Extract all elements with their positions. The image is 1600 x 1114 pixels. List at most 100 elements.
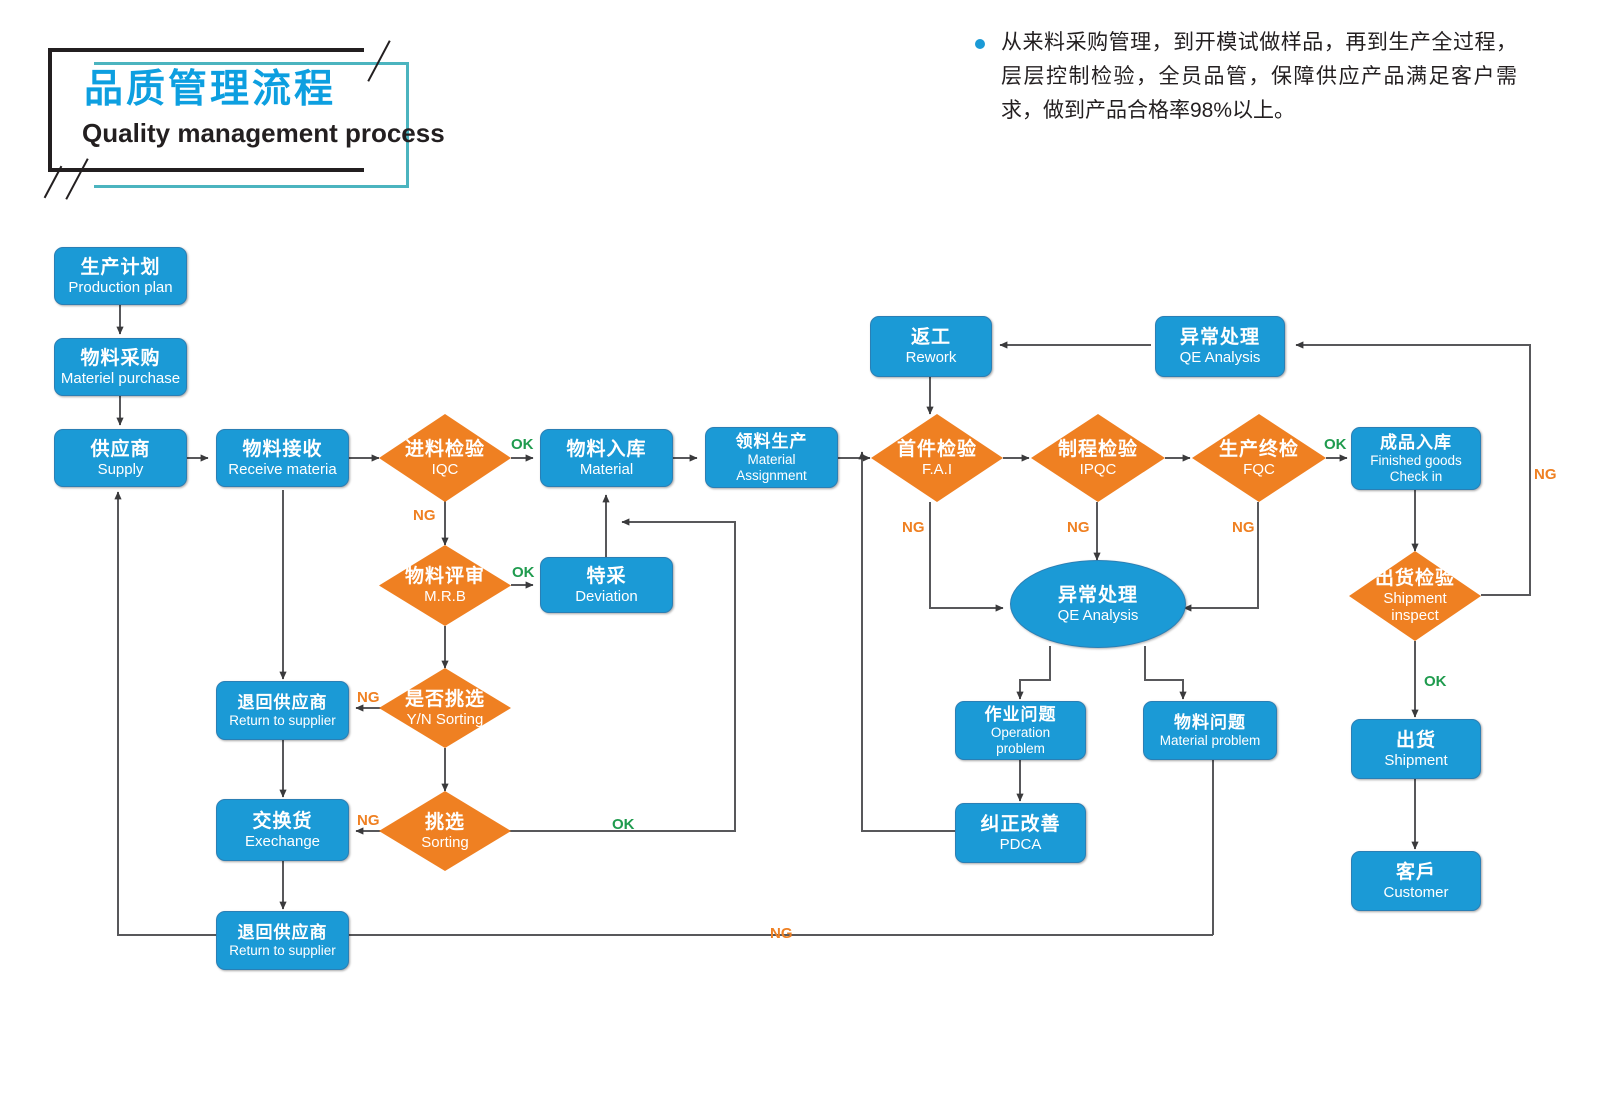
diamond-label: 首件检验 F.A.I	[871, 414, 1003, 502]
node-material-problem[interactable]: 物料问题 Material problem	[1143, 701, 1277, 760]
node-label-cn: 生产终检	[1218, 438, 1299, 460]
node-label-cn: 成品入库	[1380, 433, 1452, 452]
node-deviation[interactable]: 特采 Deviation	[540, 557, 673, 613]
diamond-label: 生产终检 FQC	[1192, 414, 1326, 502]
node-fqc[interactable]: 生产终检 FQC	[1192, 414, 1326, 502]
node-label-en: Material	[579, 460, 634, 478]
intro-text: 从来料采购管理，到开模试做样品，再到生产全过程，层层控制检验，全员品管，保障供应…	[1001, 31, 1517, 122]
diamond-label: 制程检验 IPQC	[1031, 414, 1165, 502]
edge-label-ok-mrb: OK	[512, 564, 535, 581]
node-label-cn: 纠正改善	[980, 813, 1061, 835]
node-label-cn: 异常处理	[1179, 327, 1260, 348]
edge-label-ng-shipment: NG	[1534, 466, 1557, 483]
edge-label-ok-shipment: OK	[1424, 673, 1447, 690]
node-fai[interactable]: 首件检验 F.A.I	[871, 414, 1003, 502]
node-label-cn: 交换货	[252, 810, 313, 832]
node-label-cn: 是否挑选	[404, 688, 485, 710]
node-label-en: Customer	[1383, 883, 1449, 901]
node-label-en: IPQC	[1079, 460, 1117, 478]
node-label-cn: 退回供应商	[237, 692, 328, 712]
node-label-cn: 物料采购	[80, 347, 161, 369]
node-mrb[interactable]: 物料评审 M.R.B	[379, 545, 511, 626]
node-shipment[interactable]: 出货 Shipment	[1351, 719, 1481, 779]
node-production-plan[interactable]: 生产计划 Production plan	[54, 247, 187, 305]
node-label-en: Rework	[905, 349, 957, 366]
node-finished-goods[interactable]: 成品入库 Finished goods Check in	[1351, 427, 1481, 490]
node-iqc[interactable]: 进料检验 IQC	[379, 414, 511, 502]
page-title-en: Quality management process	[82, 118, 445, 148]
node-label-cn: 进料检验	[404, 438, 485, 460]
edge-label-ng-bottom: NG	[770, 925, 793, 942]
node-qe-analysis-center[interactable]: 异常处理 QE Analysis	[1010, 560, 1186, 648]
node-label-cn: 挑选	[424, 811, 465, 833]
edge-label-ok-sorting: OK	[612, 816, 635, 833]
node-label-en: PDCA	[999, 835, 1042, 853]
node-shipment-inspect[interactable]: 出货检验 Shipment inspect	[1349, 551, 1481, 641]
node-label-cn: 领料生产	[735, 432, 808, 451]
page-title-cn: 品质管理流程	[84, 68, 337, 111]
node-ipqc[interactable]: 制程检验 IPQC	[1031, 414, 1165, 502]
node-label-en: IQC	[431, 460, 459, 478]
node-label-en: Finished goods Check in	[1370, 453, 1462, 484]
node-pdca[interactable]: 纠正改善 PDCA	[955, 803, 1086, 863]
node-label-en: Deviation	[575, 587, 638, 605]
node-label-cn: 物料入库	[566, 438, 647, 460]
node-label-en: Sorting	[421, 833, 469, 851]
node-label-cn: 作业问题	[984, 705, 1057, 724]
edge-label-ng-sorting: NG	[357, 812, 380, 829]
node-label-en: FQC	[1243, 460, 1275, 478]
node-customer[interactable]: 客戶 Customer	[1351, 851, 1481, 911]
node-label-en: Material Assignment	[736, 452, 807, 483]
node-label-en: QE Analysis	[1057, 606, 1139, 624]
node-material-checkin[interactable]: 物料入库 Material	[540, 429, 673, 487]
node-label-cn: 退回供应商	[237, 922, 328, 942]
node-yn-sorting[interactable]: 是否挑选 Y/N Sorting	[379, 668, 511, 748]
node-label-cn: 物料问题	[1174, 712, 1246, 732]
node-label-cn: 出货检验	[1374, 568, 1455, 589]
node-qe-analysis-top[interactable]: 异常处理 QE Analysis	[1155, 316, 1285, 377]
edge-label-ng-fai: NG	[902, 519, 925, 536]
node-exchange[interactable]: 交换货 Exechange	[216, 799, 349, 861]
node-label-en: Operation problem	[990, 725, 1051, 756]
node-label-en: Shipment inspect	[1383, 590, 1447, 624]
node-material-assignment[interactable]: 领料生产 Material Assignment	[705, 427, 838, 488]
node-supply[interactable]: 供应商 Supply	[54, 429, 187, 487]
node-label-en: Materiel purchase	[60, 369, 181, 387]
node-label-en: M.R.B	[424, 588, 466, 605]
title-frame-outer	[48, 48, 364, 172]
node-return-supplier-1[interactable]: 退回供应商 Return to supplier	[216, 681, 349, 740]
node-label-cn: 首件检验	[896, 438, 977, 460]
node-label-cn: 生产计划	[80, 256, 161, 278]
diamond-label: 出货检验 Shipment inspect	[1349, 551, 1481, 641]
node-label-cn: 异常处理	[1057, 584, 1138, 606]
edge-label-ng-ipqc: NG	[1067, 519, 1090, 536]
node-label-en: Y/N Sorting	[406, 710, 484, 728]
edge-label-ok-iqc: OK	[511, 436, 534, 453]
node-label-en: F.A.I	[921, 460, 952, 478]
node-label-cn: 特采	[586, 565, 627, 587]
node-label-cn: 返工	[910, 327, 951, 348]
node-label-en: Material problem	[1159, 732, 1261, 748]
diamond-label: 是否挑选 Y/N Sorting	[379, 668, 511, 748]
node-label-cn: 物料接收	[242, 438, 323, 460]
node-return-supplier-2[interactable]: 退回供应商 Return to supplier	[216, 911, 349, 970]
node-sorting[interactable]: 挑选 Sorting	[379, 791, 511, 871]
edge-label-ng-yn-sorting: NG	[357, 689, 380, 706]
title-block: 品质管理流程 Quality management process	[43, 40, 445, 200]
title-frame-inner	[94, 62, 409, 188]
node-label-en: Return to supplier	[229, 942, 336, 958]
edge-label-ok-fqc: OK	[1324, 436, 1347, 453]
node-label-en: QE Analysis	[1179, 349, 1261, 366]
node-label-en: Production plan	[68, 278, 173, 296]
node-label-cn: 制程检验	[1057, 438, 1138, 460]
node-label-en: Return to supplier	[229, 712, 336, 728]
node-receive-materia[interactable]: 物料接收 Receive materia	[216, 429, 349, 487]
node-rework[interactable]: 返工 Rework	[870, 316, 992, 377]
node-operation-problem[interactable]: 作业问题 Operation problem	[955, 701, 1086, 760]
diamond-label: 物料评审 M.R.B	[379, 545, 511, 626]
edge-label-ng-fqc: NG	[1232, 519, 1255, 536]
node-label-cn: 客戶	[1395, 861, 1436, 883]
node-label-cn: 物料评审	[404, 566, 485, 587]
diamond-label: 挑选 Sorting	[379, 791, 511, 871]
node-materiel-purchase[interactable]: 物料采购 Materiel purchase	[54, 338, 187, 396]
